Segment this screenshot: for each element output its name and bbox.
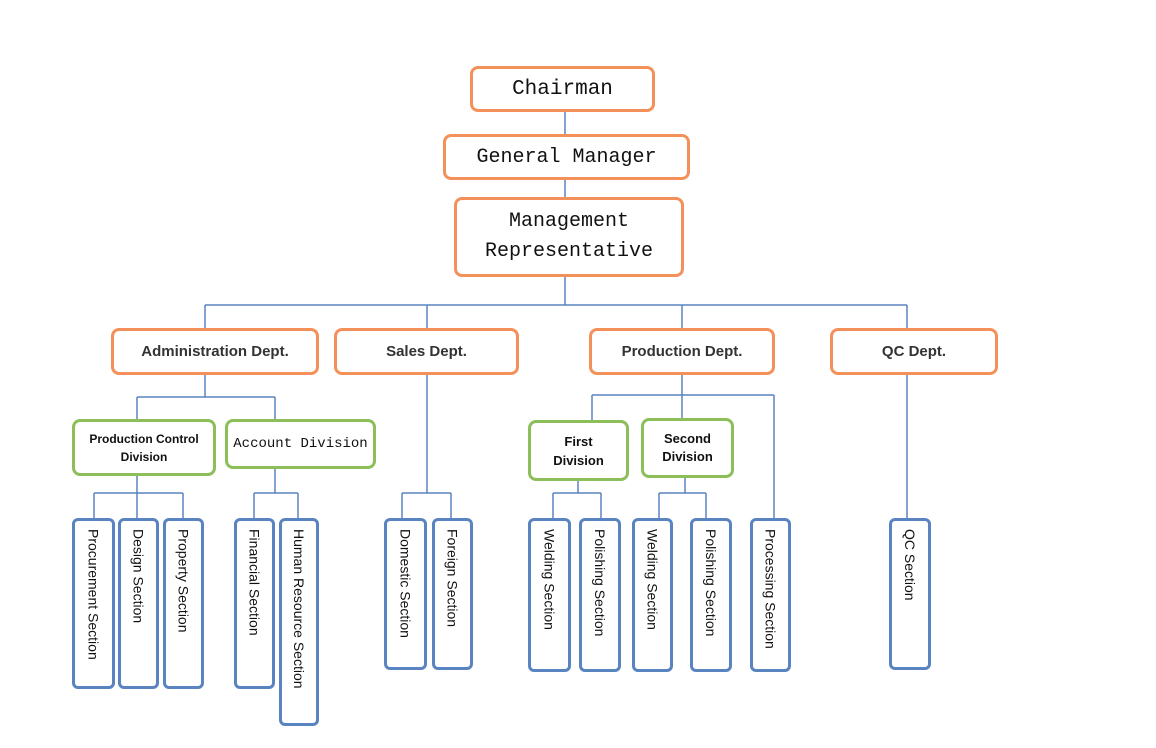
second-division-label: Second Division bbox=[662, 431, 713, 464]
welding-section-2-label: Welding Section bbox=[644, 529, 661, 630]
account-division-label: Account Division bbox=[233, 436, 368, 452]
qc-section-box: QC Section bbox=[889, 518, 931, 670]
foreign-section-box: Foreign Section bbox=[432, 518, 473, 670]
design-section-label: Design Section bbox=[130, 529, 147, 624]
foreign-section-label: Foreign Section bbox=[444, 529, 461, 628]
administration-dept-label: Administration Dept. bbox=[141, 343, 289, 360]
polishing-section-1-label: Polishing Section bbox=[592, 529, 608, 637]
procurement-section-box: Procurement Section bbox=[72, 518, 115, 689]
procurement-section-label: Procurement Section bbox=[85, 529, 102, 660]
chairman-box: Chairman bbox=[470, 66, 655, 112]
production-control-division-label: Production Control Division bbox=[89, 431, 199, 464]
management-representative-label: Management Representative bbox=[484, 210, 654, 263]
property-section-label: Property Section bbox=[175, 529, 192, 633]
welding-section-1-label: Welding Section bbox=[541, 529, 558, 630]
welding-section-1-box: Welding Section bbox=[528, 518, 571, 672]
processing-section-box: Processing Section bbox=[750, 518, 791, 672]
administration-dept-box: Administration Dept. bbox=[111, 328, 319, 375]
financial-section-box: Financial Section bbox=[234, 518, 275, 689]
production-dept-label: Production Dept. bbox=[621, 343, 743, 360]
welding-section-2-box: Welding Section bbox=[632, 518, 673, 672]
sales-dept-label: Sales Dept. bbox=[386, 343, 467, 360]
general-manager-box: General Manager bbox=[443, 134, 690, 180]
polishing-section-2-label: Polishing Section bbox=[703, 529, 719, 637]
human-resource-section-label: Human Resource Section bbox=[291, 529, 307, 689]
account-division-box: Account Division bbox=[225, 419, 376, 469]
domestic-section-box: Domestic Section bbox=[384, 518, 427, 670]
first-division-box: First Division bbox=[528, 420, 629, 481]
polishing-section-1-box: Polishing Section bbox=[579, 518, 621, 672]
qc-section-label: QC Section bbox=[902, 529, 918, 601]
qc-dept-box: QC Dept. bbox=[830, 328, 998, 375]
management-representative-box: Management Representative bbox=[454, 197, 684, 277]
chairman-label: Chairman bbox=[512, 77, 613, 101]
second-division-box: Second Division bbox=[641, 418, 734, 478]
qc-dept-label: QC Dept. bbox=[881, 343, 947, 360]
design-section-box: Design Section bbox=[118, 518, 159, 689]
first-division-label: First Division bbox=[553, 433, 604, 468]
financial-section-label: Financial Section bbox=[246, 529, 263, 636]
polishing-section-2-box: Polishing Section bbox=[690, 518, 732, 672]
property-section-box: Property Section bbox=[163, 518, 204, 689]
general-manager-label: General Manager bbox=[476, 145, 657, 169]
sales-dept-box: Sales Dept. bbox=[334, 328, 519, 375]
processing-section-label: Processing Section bbox=[762, 529, 779, 649]
production-dept-box: Production Dept. bbox=[589, 328, 775, 375]
human-resource-section-box: Human Resource Section bbox=[279, 518, 319, 726]
production-control-division-box: Production Control Division bbox=[72, 419, 216, 476]
domestic-section-label: Domestic Section bbox=[397, 529, 414, 638]
